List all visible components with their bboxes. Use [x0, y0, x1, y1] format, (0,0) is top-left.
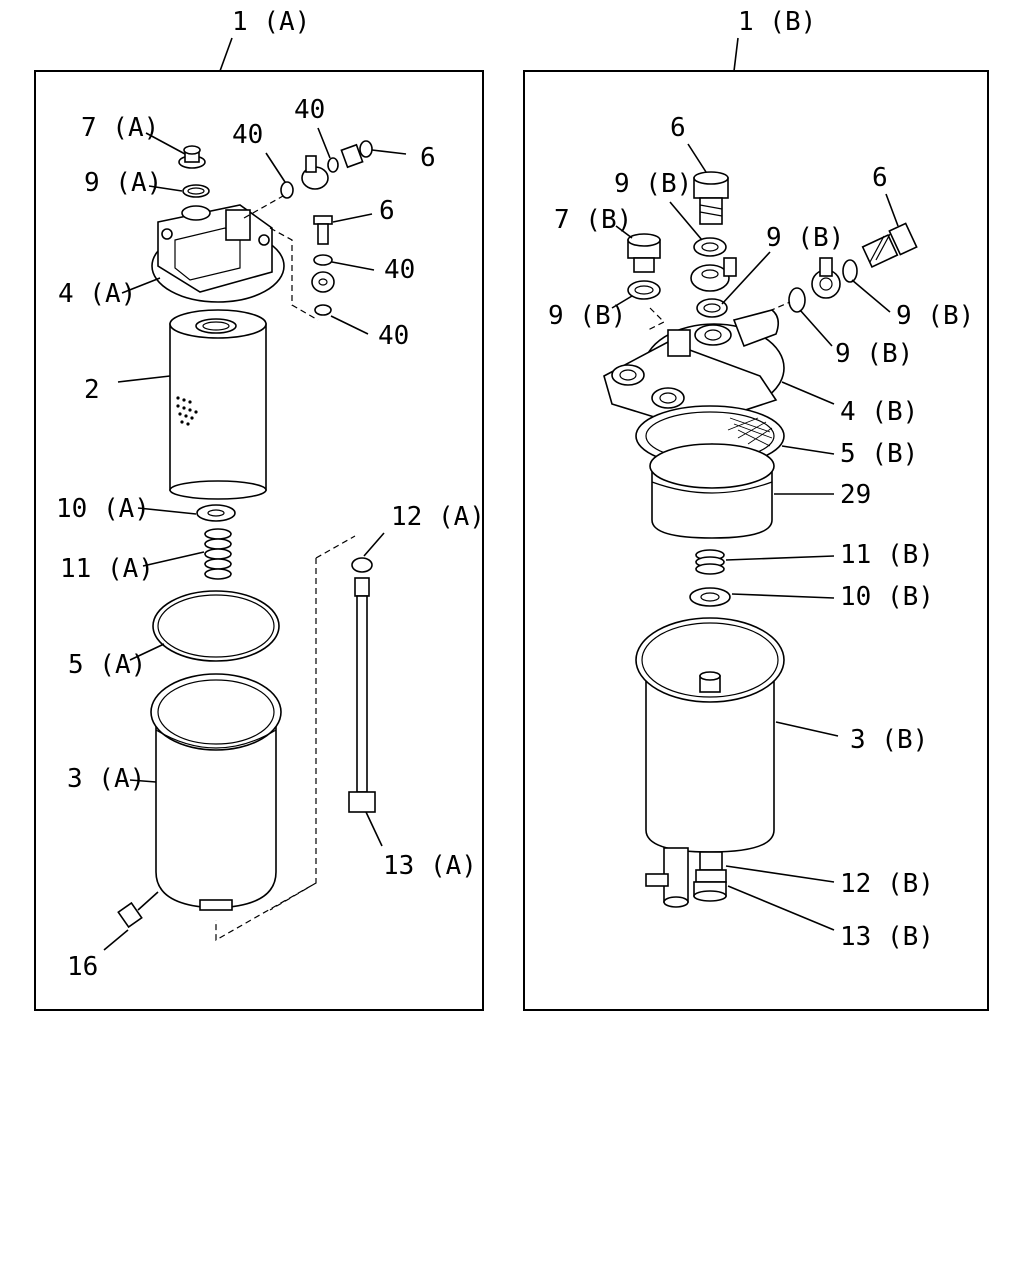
label-6-mid: 6: [379, 196, 395, 226]
part-10a-washer: [196, 504, 236, 522]
part-5a-gasket: [152, 590, 280, 662]
part-9b-washer-mid: [696, 298, 728, 318]
label-5a: 5 (A): [68, 650, 146, 680]
part-9a-oring-inner: [187, 187, 205, 195]
label-4b: 4 (B): [840, 397, 918, 427]
label-10a: 10 (A): [56, 494, 150, 524]
label-29: 29: [840, 480, 871, 510]
part-16-drain-cock: [117, 891, 159, 929]
part-5a-gasket-inner: [157, 594, 275, 658]
label-9b-low: 9 (B): [835, 339, 913, 369]
part-12b-drain-plug: [695, 851, 727, 883]
panel-assembly-a: 1 (A): [34, 7, 485, 1011]
panel-b-frame: [523, 70, 989, 1011]
part-40-washer-mid: [313, 254, 333, 266]
assembly-a-title-leader: [219, 37, 233, 72]
part-10a-washer-hole: [207, 509, 225, 517]
part-6-bolt-top-b: [693, 171, 729, 225]
assembly-b-centerline-plug: [647, 307, 666, 331]
panel-a-frame: [34, 70, 484, 1011]
part-10b-washer: [689, 587, 731, 607]
part-12a-washer: [351, 557, 373, 573]
assembly-a-centerline-head: [269, 227, 319, 321]
label-40-top: 40: [232, 120, 263, 150]
label-10b: 10 (B): [840, 582, 934, 612]
label-9b-mid: 9 (B): [766, 223, 844, 253]
part-drain-pipe-b: [645, 847, 689, 908]
label-16: 16: [67, 952, 98, 982]
label-11a: 11 (A): [60, 554, 154, 584]
part-3b-bowl: [635, 617, 785, 853]
label-6-top: 6: [420, 143, 436, 173]
part-4b-filter-head: [603, 309, 785, 429]
assembly-b-title-leader: [733, 37, 739, 72]
label-9b-upper: 9 (B): [614, 169, 692, 199]
label-40-mid: 40: [384, 255, 415, 285]
part-7b-plug: [627, 233, 661, 273]
assembly-a-centerline-tube: [215, 535, 356, 942]
part-13a-center-tube: [348, 577, 376, 813]
label-2: 2: [84, 375, 100, 405]
panel-assembly-b: 1 (B): [523, 7, 989, 1011]
label-3a: 3 (A): [67, 764, 145, 794]
assembly-a-centerline-fitting: [243, 195, 284, 219]
part-2-filter-element: [169, 309, 267, 500]
part-29-filter-element: [649, 443, 775, 539]
part-11b-spring: [695, 549, 725, 575]
part-4a-filter-head: [151, 204, 285, 303]
part-6-bolt-mid: [313, 215, 333, 245]
part-banjo-fitting-top: [301, 155, 329, 190]
label-5b: 5 (B): [840, 439, 918, 469]
part-11a-spring: [204, 528, 232, 580]
label-40-upper: 40: [294, 95, 325, 125]
part-9b-washer-right-low: [788, 287, 806, 313]
label-12a: 12 (A): [391, 502, 485, 532]
label-11b: 11 (B): [840, 540, 934, 570]
label-7b: 7 (B): [554, 205, 632, 235]
part-9b-washer-left: [627, 280, 661, 300]
label-6-top-b: 6: [670, 113, 686, 143]
label-12b: 12 (B): [840, 869, 934, 899]
label-3b: 3 (B): [850, 725, 928, 755]
part-40-washer-low: [314, 304, 332, 316]
part-13b-drain-nut: [693, 881, 727, 902]
part-7a-cap: [178, 145, 206, 169]
label-40-low: 40: [378, 321, 409, 351]
label-13b: 13 (B): [840, 922, 934, 952]
part-40-washer-upper: [327, 157, 339, 173]
label-7a: 7 (A): [81, 113, 159, 143]
part-3a-bowl: [150, 673, 282, 911]
label-9b-left: 9 (B): [548, 301, 626, 331]
label-6-right-b: 6: [872, 163, 888, 193]
part-9a-oring: [182, 184, 210, 198]
part-6-bolt-top: [340, 140, 373, 169]
part-6-bolt-right-b: [861, 222, 918, 268]
assembly-a-title: 1 (A): [232, 7, 310, 37]
part-9b-washer-right: [842, 259, 858, 283]
label-13a: 13 (A): [383, 851, 477, 881]
label-9a: 9 (A): [84, 168, 162, 198]
part-banjo-fitting-right-b: [811, 257, 841, 299]
part-9b-washer-upper: [693, 237, 727, 257]
label-4a: 4 (A): [58, 279, 136, 309]
label-9b-right: 9 (B): [896, 301, 974, 331]
part-banjo-fitting-b: [690, 257, 737, 292]
part-40-washer-top: [280, 181, 294, 199]
assembly-b-title: 1 (B): [738, 7, 816, 37]
part-banjo-fitting-mid: [311, 271, 335, 293]
